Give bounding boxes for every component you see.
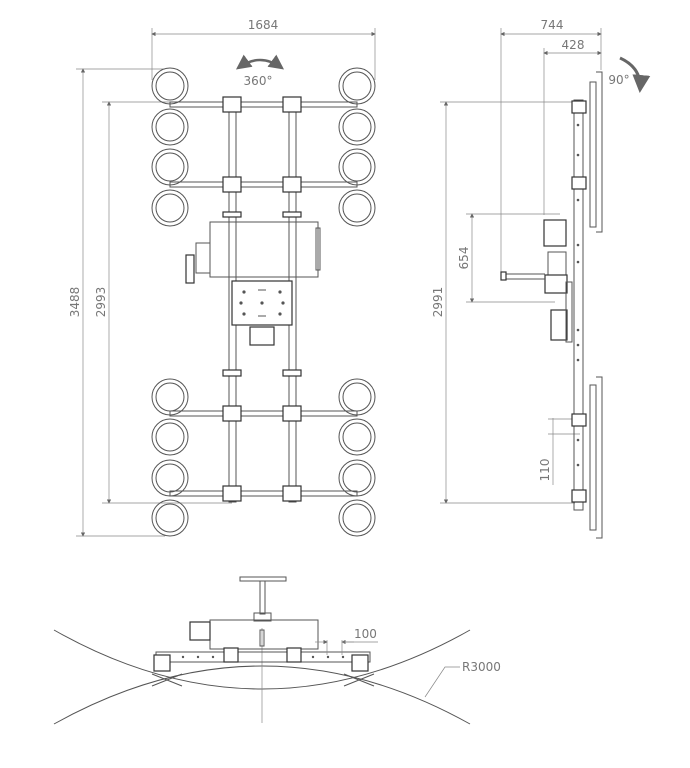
offset-dimension: 100 xyxy=(315,627,378,655)
side-control-unit xyxy=(500,219,573,343)
overall-height-dimension: 3488 xyxy=(68,68,165,537)
control-height-label: 654 xyxy=(457,247,471,270)
front-view: 1684 360° 3488 2993 xyxy=(68,18,376,537)
side-beam xyxy=(573,99,584,511)
width-dimension: 1684 xyxy=(151,18,376,80)
suction-pads xyxy=(151,67,376,537)
pitch-label: 110 xyxy=(538,459,552,482)
tilt-arrow-icon: 90° xyxy=(608,56,651,93)
overall-height-label: 3488 xyxy=(68,287,82,318)
clamps xyxy=(222,96,302,502)
mounting-plate xyxy=(231,280,293,346)
pump-body xyxy=(189,619,319,650)
beam-depth-label: 428 xyxy=(562,38,585,52)
frame-height-dimension: 2993 xyxy=(94,101,232,504)
side-view: 744 428 90° 2991 654 110 xyxy=(431,18,651,539)
t-handle xyxy=(239,576,287,622)
radius-label: R3000 xyxy=(462,660,501,674)
depth-dim-label: 744 xyxy=(541,18,564,32)
pump-unit xyxy=(185,221,321,284)
lifting-frame xyxy=(151,647,375,687)
side-pads xyxy=(589,71,603,539)
offset-dim-label: 100 xyxy=(354,627,377,641)
frame-height-label: 2993 xyxy=(94,287,108,318)
rotation-arrow-icon: 360° xyxy=(235,54,285,88)
beam-depth-dimension: 428 xyxy=(543,38,602,215)
side-height-label: 2991 xyxy=(431,287,445,318)
curved-surface-view: 100 R3000 xyxy=(53,576,501,725)
depth-dimension: 744 xyxy=(500,18,602,275)
beam-holes xyxy=(576,123,580,467)
width-dim-label: 1684 xyxy=(248,18,279,32)
pitch-dimension: 110 xyxy=(538,418,580,485)
rotation-label: 360° xyxy=(244,74,273,88)
control-height-dimension: 654 xyxy=(457,213,560,303)
radius-callout: R3000 xyxy=(424,660,501,698)
side-clamps xyxy=(571,100,587,503)
frame-height-dimension-side: 2991 xyxy=(431,101,575,504)
cross-bars xyxy=(169,101,358,497)
tilt-label: 90° xyxy=(608,73,629,87)
